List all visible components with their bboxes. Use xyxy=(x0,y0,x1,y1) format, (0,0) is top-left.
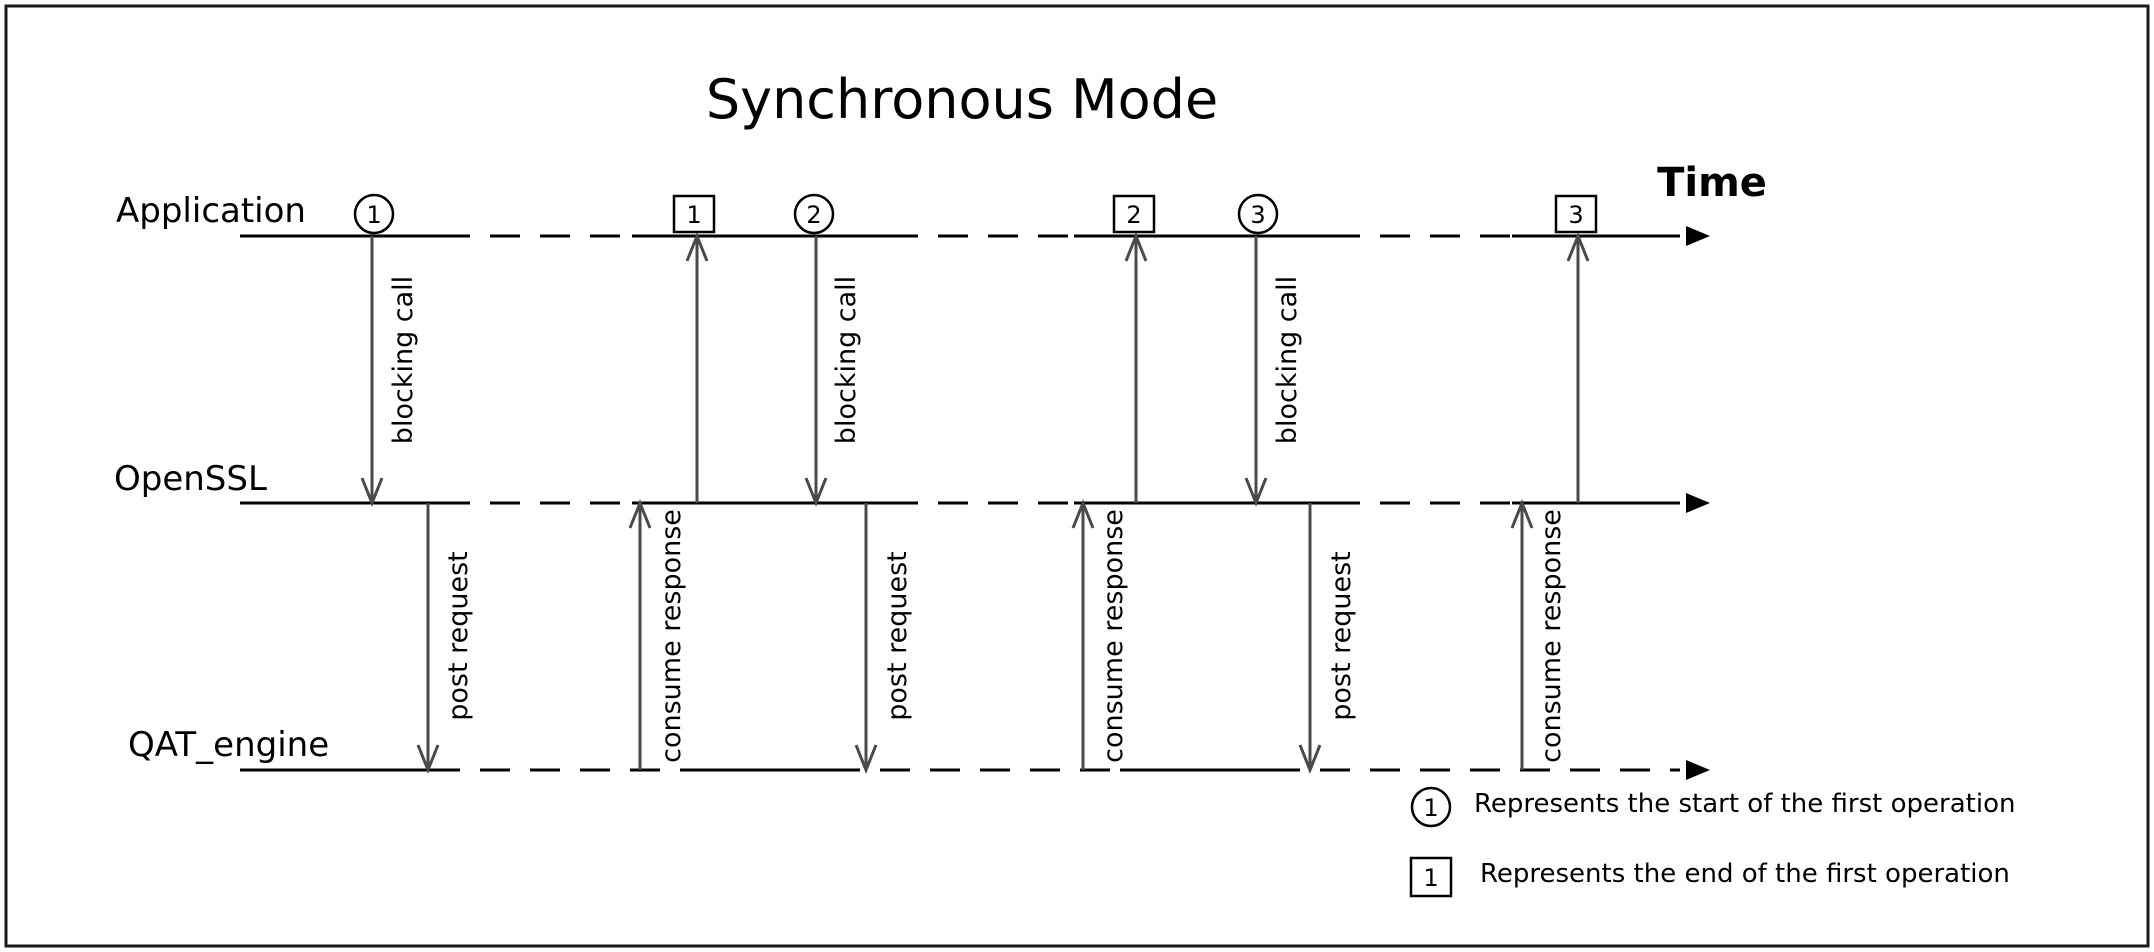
legend-start-item: 1 Represents the start of the first oper… xyxy=(1410,786,2015,828)
svg-text:1: 1 xyxy=(366,201,381,229)
outer-border xyxy=(4,4,2150,948)
svg-text:1: 1 xyxy=(1423,864,1438,892)
post-request-arrowhead xyxy=(416,744,440,775)
blocking-call-label: blocking call xyxy=(1272,276,1303,444)
blocking-call-arrowhead xyxy=(804,477,828,508)
consume-response-arrowhead xyxy=(1510,498,1534,529)
legend-end-text: Represents the end of the first operatio… xyxy=(1480,859,2010,889)
consume-response-arrowhead xyxy=(628,498,652,529)
start-marker: 1 xyxy=(353,193,395,235)
post-request-arrowhead xyxy=(854,744,878,775)
consume-response-arrowhead xyxy=(1071,498,1095,529)
end-marker: 3 xyxy=(1554,194,1598,234)
consume-response-label: consume response xyxy=(1536,509,1567,763)
blocking-call-label: blocking call xyxy=(388,276,419,444)
legend-circle-symbol xyxy=(1410,786,1452,828)
return-arrowhead xyxy=(1566,231,1590,262)
legend-end-item: 1 Represents the end of the first operat… xyxy=(1409,856,2010,898)
end-marker: 1 xyxy=(672,194,716,234)
lane-label-qat-engine: QAT_engine xyxy=(128,725,329,765)
svg-text:1: 1 xyxy=(1423,794,1438,822)
application-time-arrowhead xyxy=(1686,226,1710,246)
lane-label-application: Application xyxy=(116,191,306,231)
consume-response-label: consume response xyxy=(1098,509,1129,763)
post-request-arrowhead xyxy=(1298,744,1322,775)
svg-text:3: 3 xyxy=(1250,201,1265,229)
blocking-call-arrowhead xyxy=(360,477,384,508)
svg-text:2: 2 xyxy=(806,201,821,229)
svg-text:2: 2 xyxy=(1126,201,1141,229)
blocking-call-label: blocking call xyxy=(831,276,862,444)
post-request-label: post request xyxy=(443,551,474,721)
end-marker: 2 xyxy=(1112,194,1156,234)
consume-response-label: consume response xyxy=(656,509,687,763)
time-label: Time xyxy=(1657,160,1767,206)
post-request-label: post request xyxy=(1326,551,1357,721)
start-marker: 3 xyxy=(1237,193,1279,235)
blocking-call-arrowhead xyxy=(1244,477,1268,508)
lane-label-openssl: OpenSSL xyxy=(114,459,267,499)
start-marker: 2 xyxy=(793,193,835,235)
post-request-label: post request xyxy=(882,551,913,721)
return-arrowhead xyxy=(1124,231,1148,262)
qat-engine-time-arrowhead xyxy=(1686,760,1710,780)
legend-square-symbol xyxy=(1409,856,1453,898)
openssl-time-arrowhead xyxy=(1686,493,1710,513)
svg-text:1: 1 xyxy=(686,201,701,229)
legend-start-text: Represents the start of the first operat… xyxy=(1474,789,2015,819)
return-arrowhead xyxy=(685,231,709,262)
svg-text:3: 3 xyxy=(1568,201,1583,229)
diagram-title: Synchronous Mode xyxy=(706,68,1218,131)
